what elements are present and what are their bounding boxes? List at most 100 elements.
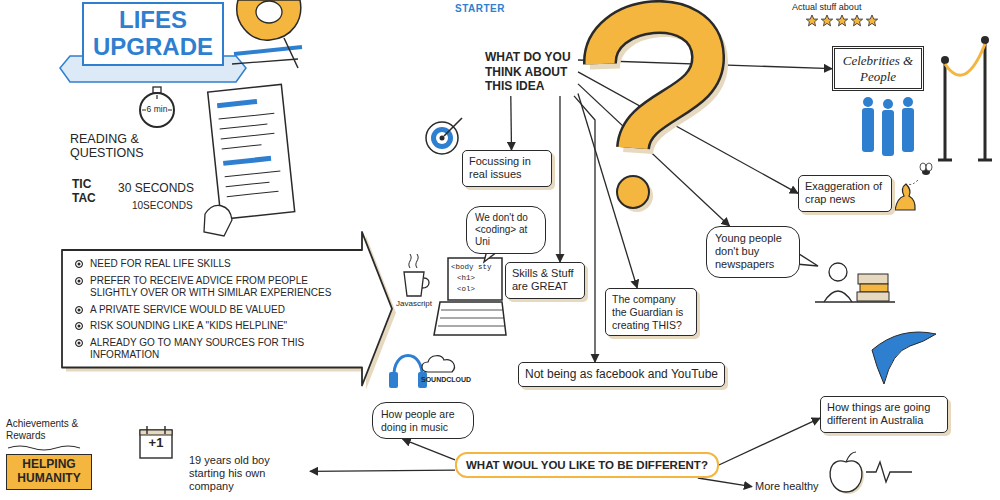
rope-barrier xyxy=(938,36,992,160)
topic-box: Exaggeration of crap news xyxy=(798,175,892,212)
rating-stars xyxy=(866,15,877,26)
connector-arrow xyxy=(403,439,455,460)
topic-box: The company the Guardian is creating THI… xyxy=(605,288,697,336)
node-text: Skills & Stuff are GREAT xyxy=(512,267,578,294)
laptop xyxy=(438,310,505,326)
speech-bubble: We don't do <coding> at Uni xyxy=(466,206,546,254)
rating-stars xyxy=(806,15,877,26)
headphones-icon xyxy=(389,372,398,388)
question-mark xyxy=(617,176,649,208)
node-text: Focussing in real issues xyxy=(469,155,545,182)
reader-figure xyxy=(824,291,852,302)
code-text: <h1> xyxy=(457,274,475,283)
topic-box: Focussing in real issues xyxy=(462,150,552,187)
brand-label: SOUNDCLOUD xyxy=(421,376,471,384)
node-text: Exaggeration of crap news xyxy=(805,180,885,207)
celebrity-figures xyxy=(862,108,874,152)
apple-icon xyxy=(830,461,862,492)
node-text: HELPING HUMANITY xyxy=(12,458,86,486)
laptop xyxy=(448,258,502,300)
coffee-cup xyxy=(404,272,424,296)
calendar-icon xyxy=(140,430,172,458)
girl-figure xyxy=(256,1,282,23)
rope-barrier xyxy=(938,159,992,162)
bullet-text: A PRIVATE SERVICE WOULD BE VALUED xyxy=(90,304,352,317)
bullet-item: ALREADY GO TO MANY SOURCES FOR THIS INFO… xyxy=(90,337,352,362)
celebrity-figures xyxy=(862,97,914,156)
activity-label: READING & QUESTIONS xyxy=(70,132,170,161)
apple-icon xyxy=(830,452,864,494)
section-label: Achievements & Rewards xyxy=(6,418,94,441)
node-text: Young people don't buy newspapers xyxy=(715,232,791,272)
code-text: <ol> xyxy=(457,285,475,294)
reader-figure xyxy=(815,301,895,302)
paper-sheet xyxy=(208,84,295,219)
node-text: Celebrities & People xyxy=(841,53,915,84)
node-text: LIFES UPGRADE xyxy=(92,7,214,61)
target-icon xyxy=(440,136,445,141)
question-mark xyxy=(600,17,708,148)
node-text: We don't do <coding> at Uni xyxy=(475,212,537,248)
speech-bubble: How people are doing in music xyxy=(372,402,474,439)
title-banner: LIFES UPGRADE xyxy=(82,2,224,66)
note-label: Actual stuff about xyxy=(792,2,861,12)
story-note: 19 years old boy starting his own compan… xyxy=(186,452,310,495)
reader-figure xyxy=(815,263,895,302)
boomerang xyxy=(872,332,936,384)
connector-arrow xyxy=(310,470,455,471)
topic-note: More healthy xyxy=(752,478,822,495)
underline-squiggle xyxy=(8,446,80,450)
paper-sheet xyxy=(219,113,278,149)
findings-arrow: NEED FOR REAL LIFE SKILLS PREFER TO RECEI… xyxy=(62,232,392,386)
connector-arrow xyxy=(559,96,560,262)
tech-label: Javascript xyxy=(396,299,432,308)
connector-arrow xyxy=(719,418,820,465)
rating-stars xyxy=(836,15,847,26)
bullet-text: PREFER TO RECEIVE ADVICE FROM PEOPLE SLI… xyxy=(90,275,352,300)
bullet-text: RISK SOUNDING LIKE A "KIDS HELPLINE" xyxy=(90,320,352,333)
girl-figure xyxy=(237,0,301,40)
node-text: WHAT DO YOU THINK ABOUT THIS IDEA xyxy=(485,50,575,94)
time-label: 10SECONDS xyxy=(132,200,193,212)
fly-icon xyxy=(926,163,932,171)
connector-arrow xyxy=(510,96,512,150)
question-mark xyxy=(600,17,708,148)
node-text: WHAT WOUL YOU LIKE TO BE DIFFERENT? xyxy=(466,459,708,471)
topic-box: Skills & Stuff are GREAT xyxy=(505,262,585,299)
question-box: WHAT WOUL YOU LIKE TO BE DIFFERENT? xyxy=(455,452,719,478)
rating-stars xyxy=(806,15,817,26)
fly-icon xyxy=(920,163,926,171)
bullet-list: NEED FOR REAL LIFE SKILLS PREFER TO RECEI… xyxy=(90,232,352,362)
calendar-icon xyxy=(140,426,172,458)
fly-icon xyxy=(908,163,932,185)
bullet-marker xyxy=(75,277,83,285)
reader-figure xyxy=(858,274,888,284)
section-tag: STARTER xyxy=(455,3,505,15)
heartbeat-line xyxy=(866,462,912,482)
bullet-item: RISK SOUNDING LIKE A "KIDS HELPLINE" xyxy=(90,320,352,333)
speech-bubble: Young people don't buy newspapers xyxy=(706,226,800,278)
connector-arrow xyxy=(698,478,752,487)
celebrity-frame: Celebrities & People xyxy=(832,46,924,91)
question-mark xyxy=(600,17,713,212)
stopwatch-icon xyxy=(140,93,174,127)
heartbeat-line xyxy=(866,462,912,482)
node-text: How people are doing in music xyxy=(381,408,465,433)
time-label: 30 SECONDS xyxy=(118,182,194,196)
hand xyxy=(204,205,232,236)
bullet-marker xyxy=(75,260,83,268)
rope-barrier xyxy=(945,44,985,75)
bullet-text: NEED FOR REAL LIFE SKILLS xyxy=(90,258,352,271)
laptop xyxy=(434,302,506,335)
laptop xyxy=(434,258,506,335)
coffee-cup xyxy=(404,254,429,296)
poop-icon xyxy=(895,184,915,210)
node-text: More healthy xyxy=(755,480,819,493)
paper-sheet xyxy=(208,84,295,219)
reader-figure xyxy=(857,292,889,301)
topic-box: How things are going different in Austra… xyxy=(820,396,948,433)
rope-barrier xyxy=(941,56,949,64)
node-text: How things are going different in Austra… xyxy=(827,401,941,428)
code-text: <body sty xyxy=(451,263,492,272)
